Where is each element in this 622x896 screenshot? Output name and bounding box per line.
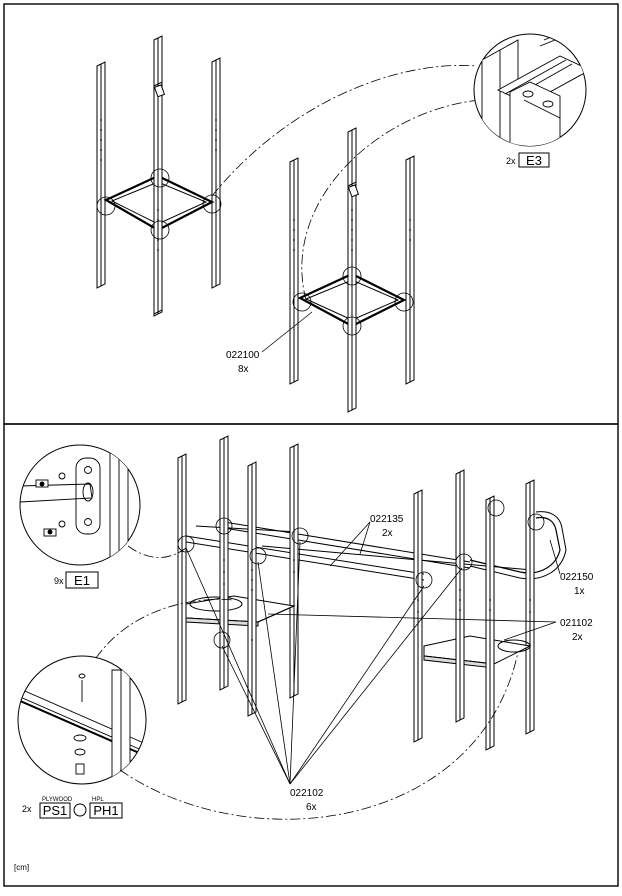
detail-e3-qty: 2x	[506, 156, 516, 166]
leaders-022102	[185, 541, 463, 785]
leader-022135	[329, 521, 371, 567]
or-circle-icon	[73, 803, 87, 817]
detail-e1-qty: 9x	[54, 576, 64, 586]
detail-e3-view	[473, 33, 587, 147]
detail-e3-code: E3	[526, 153, 542, 168]
structure-right	[413, 469, 535, 751]
part-022150-label: 022150	[560, 572, 594, 583]
plate-code-2: PH1	[93, 803, 118, 818]
detail-circles-left	[96, 168, 222, 240]
part-022150-qty: 1x	[574, 586, 585, 597]
bars-022135	[185, 521, 533, 581]
leader-022135	[359, 521, 371, 555]
detail-plate-connector	[95, 599, 235, 659]
detail-e1-connector	[127, 545, 187, 558]
part-021102-label: 021102	[560, 618, 593, 629]
hpl-label: HPL	[92, 797, 104, 803]
detail-e3-code-box	[518, 152, 550, 168]
detail-e3-label: 2x E3	[506, 152, 550, 168]
leader-021102	[503, 621, 557, 641]
leader-022150	[549, 539, 561, 575]
tower-frame-left	[96, 35, 221, 317]
tower-holes-left	[100, 119, 217, 251]
detail-connector-line	[211, 65, 477, 197]
joint-circles	[177, 499, 545, 649]
leader-021102	[267, 613, 557, 623]
part-022100-label: 022100	[226, 350, 260, 361]
detail-plate-connector	[119, 651, 519, 820]
tower-frame-right	[289, 127, 415, 413]
detail-e1-code: E1	[74, 573, 90, 588]
bottom-panel-frame	[3, 423, 619, 887]
plate-code-box-2	[89, 802, 123, 819]
leader-022100	[261, 311, 313, 353]
plate-code-1: PS1	[43, 803, 68, 818]
detail-e1-view	[19, 444, 141, 566]
structure-left	[177, 435, 299, 717]
structure-right-holes	[417, 589, 531, 613]
detail-e1-code-box	[65, 571, 99, 589]
plate-code-box-1	[39, 802, 71, 819]
bar-022150	[469, 516, 561, 574]
part-022135-qty: 2x	[382, 528, 393, 539]
part-022102-qty: 6x	[306, 802, 317, 813]
part-022135-label: 022135	[370, 514, 404, 525]
structure-left-holes	[223, 559, 295, 641]
plywood-label: PLYWOOD	[42, 797, 73, 803]
detail-circles-right	[292, 266, 414, 336]
detail-plate-view	[17, 655, 147, 785]
part-021102-qty: 2x	[572, 632, 583, 643]
plate-qty: 2x	[22, 804, 32, 814]
part-022102-label: 022102	[290, 788, 324, 799]
detail-connector-line	[301, 99, 481, 301]
unit-label: [cm]	[14, 863, 29, 872]
tower-holes-right	[293, 209, 411, 251]
part-022100-qty: 8x	[238, 364, 249, 375]
